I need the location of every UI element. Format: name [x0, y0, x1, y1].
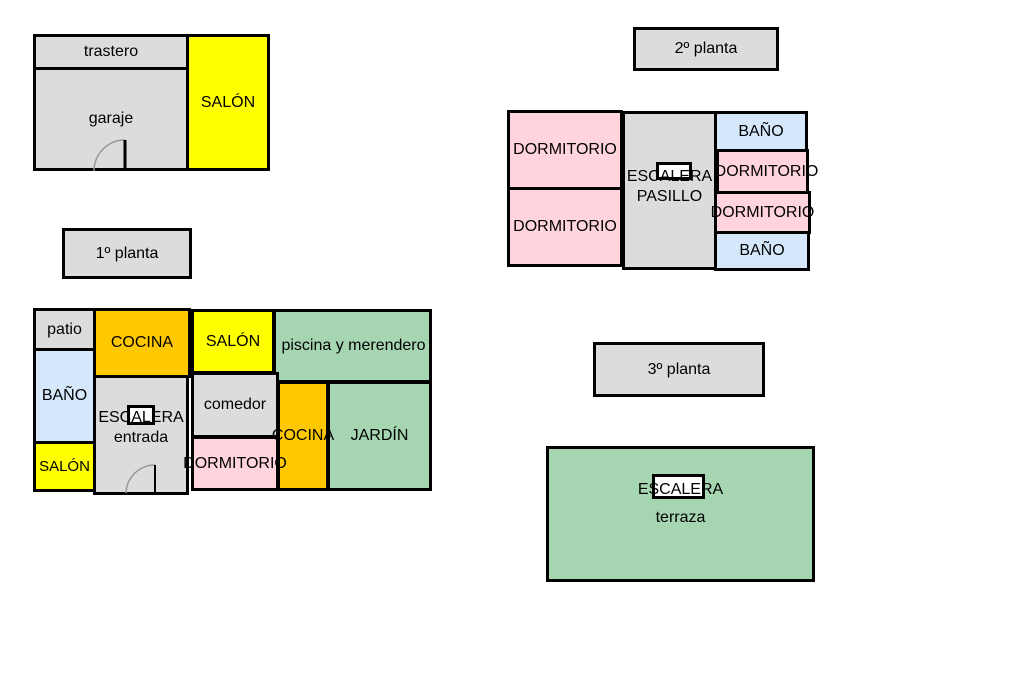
floor-label-text: 2º planta [674, 40, 738, 57]
room-label: piscina y merendero [281, 337, 426, 354]
room-label: terraza [655, 509, 706, 526]
room-label: DORMITORIO [710, 203, 815, 221]
room-label: PASILLO [636, 187, 703, 205]
room-salon-top: SALÓN [191, 309, 275, 374]
room-label: SALÓN [39, 458, 90, 475]
room-pasillo: ESCALERA PASILLO [622, 111, 717, 270]
room-comedor: comedor [191, 372, 279, 438]
floor-label-text: 3º planta [647, 360, 711, 378]
room-label: BAÑO [739, 242, 785, 259]
door-icon [125, 464, 156, 493]
room-bano-top: BAÑO [714, 111, 808, 152]
room-cocina: COCINA [93, 308, 191, 378]
room-label: DORMITORIO [513, 141, 617, 158]
floor-label-first: 1º planta [62, 228, 192, 279]
room-dormitorio-2: DORMITORIO [507, 187, 623, 267]
room-label: trastero [83, 43, 139, 60]
room-salon-small: SALÓN [33, 441, 96, 492]
room-label: entrada [113, 429, 169, 446]
room-label: patio [47, 320, 82, 338]
room-label: COCINA [271, 427, 335, 444]
stair-icon [656, 162, 692, 180]
room-label: DORMITORIO [513, 218, 617, 235]
room-label: SALÓN [205, 332, 261, 350]
room-trastero: trastero [33, 34, 189, 70]
room-dormitorio-4: DORMITORIO [711, 191, 814, 234]
floor-label-third: 3º planta [593, 342, 765, 397]
room-cocina-small: COCINA [272, 381, 334, 491]
room-bano: BAÑO [33, 348, 96, 444]
room-label: garaje [88, 110, 134, 127]
room-label: DORMITORIO [714, 162, 819, 180]
stair-icon [652, 474, 705, 499]
door-icon [93, 139, 127, 171]
room-entrada: ESCALERA entrada [93, 375, 189, 495]
room-garaje: garaje [33, 67, 189, 171]
room-label: BAÑO [41, 387, 88, 404]
stair-icon [127, 405, 155, 425]
room-bano-bottom: BAÑO [714, 231, 810, 271]
room-dormitorio: DORMITORIO [183, 436, 287, 491]
stair-label: ESCALERA [626, 167, 713, 185]
room-piscina-merendero: piscina y merendero [273, 309, 432, 383]
room-label: SALÓN [200, 93, 256, 111]
floor-label-text: 1º planta [95, 244, 159, 262]
room-label: DORMITORIO [183, 454, 287, 472]
floor-label-second: 2º planta [633, 27, 779, 71]
room-terraza: ESCALERA terraza [546, 446, 815, 582]
room-dormitorio-3: DORMITORIO [715, 149, 818, 194]
room-jardin: JARDÍN [327, 381, 432, 491]
room-label: JARDÍN [350, 427, 409, 444]
room-label: BAÑO [738, 122, 784, 140]
room-label: comedor [203, 396, 267, 413]
room-salon: SALÓN [186, 34, 270, 171]
room-dormitorio-1: DORMITORIO [507, 110, 623, 190]
stair-label: ESCALERA [98, 409, 184, 426]
room-label: COCINA [110, 334, 174, 351]
room-patio: patio [33, 308, 96, 351]
stair-label: ESCALERA [637, 481, 724, 498]
